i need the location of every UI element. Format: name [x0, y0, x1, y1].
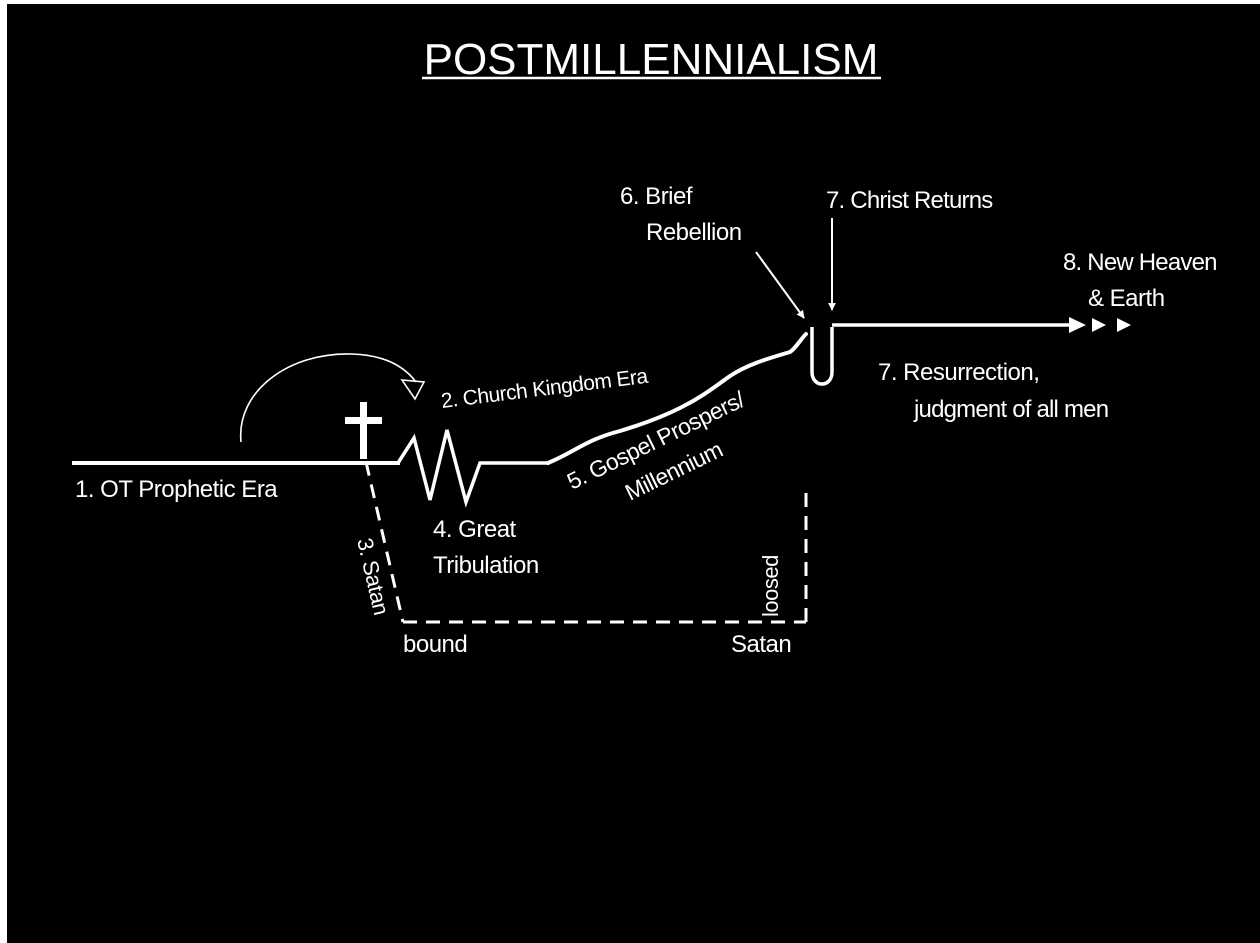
label-church-kingdom-era: 2. Church Kingdom Era — [440, 365, 650, 413]
transition-arrowhead-icon — [400, 379, 426, 401]
rebellion-pointer-arrow — [755, 251, 805, 319]
continue-triangle-icon-1 — [1092, 318, 1106, 332]
label-satan-3: 3. Satan — [352, 536, 394, 618]
label-loosed: loosed — [758, 555, 783, 617]
page-title: POSTMILLENNIALISM — [424, 35, 879, 84]
rebellion-dip — [810, 327, 834, 386]
label-new-heaven-line2: & Earth — [1088, 285, 1165, 312]
label-satan: Satan — [731, 631, 791, 658]
label-new-heaven-line1: 8. New Heaven — [1063, 249, 1217, 276]
great-tribulation-zigzag — [396, 429, 548, 508]
gospel-prospers-line — [546, 332, 808, 465]
cross-icon — [345, 402, 382, 459]
frame-edge-left — [0, 0, 7, 943]
label-resurrection-line1: 7. Resurrection, — [878, 359, 1039, 386]
frame-edge-top — [0, 0, 1260, 4]
transition-curved-arrow — [239, 353, 417, 443]
label-ot-prophetic-era: 1. OT Prophetic Era — [75, 476, 278, 503]
label-brief-rebellion-line1: 6. Brief — [620, 183, 693, 210]
label-bound: bound — [403, 631, 467, 658]
label-christ-returns: 7. Christ Returns — [826, 187, 993, 214]
label-resurrection-line2: judgment of all men — [913, 396, 1108, 423]
label-brief-rebellion-line2: Rebellion — [646, 219, 742, 246]
new-heaven-arrowhead-icon — [1069, 317, 1086, 333]
label-great-tribulation-line1: 4. Great — [433, 516, 517, 543]
continue-triangle-icon-2 — [1117, 318, 1131, 332]
label-great-tribulation-line2: Tribulation — [433, 552, 539, 579]
satan-bound-dashed-diagonal — [364, 461, 405, 623]
